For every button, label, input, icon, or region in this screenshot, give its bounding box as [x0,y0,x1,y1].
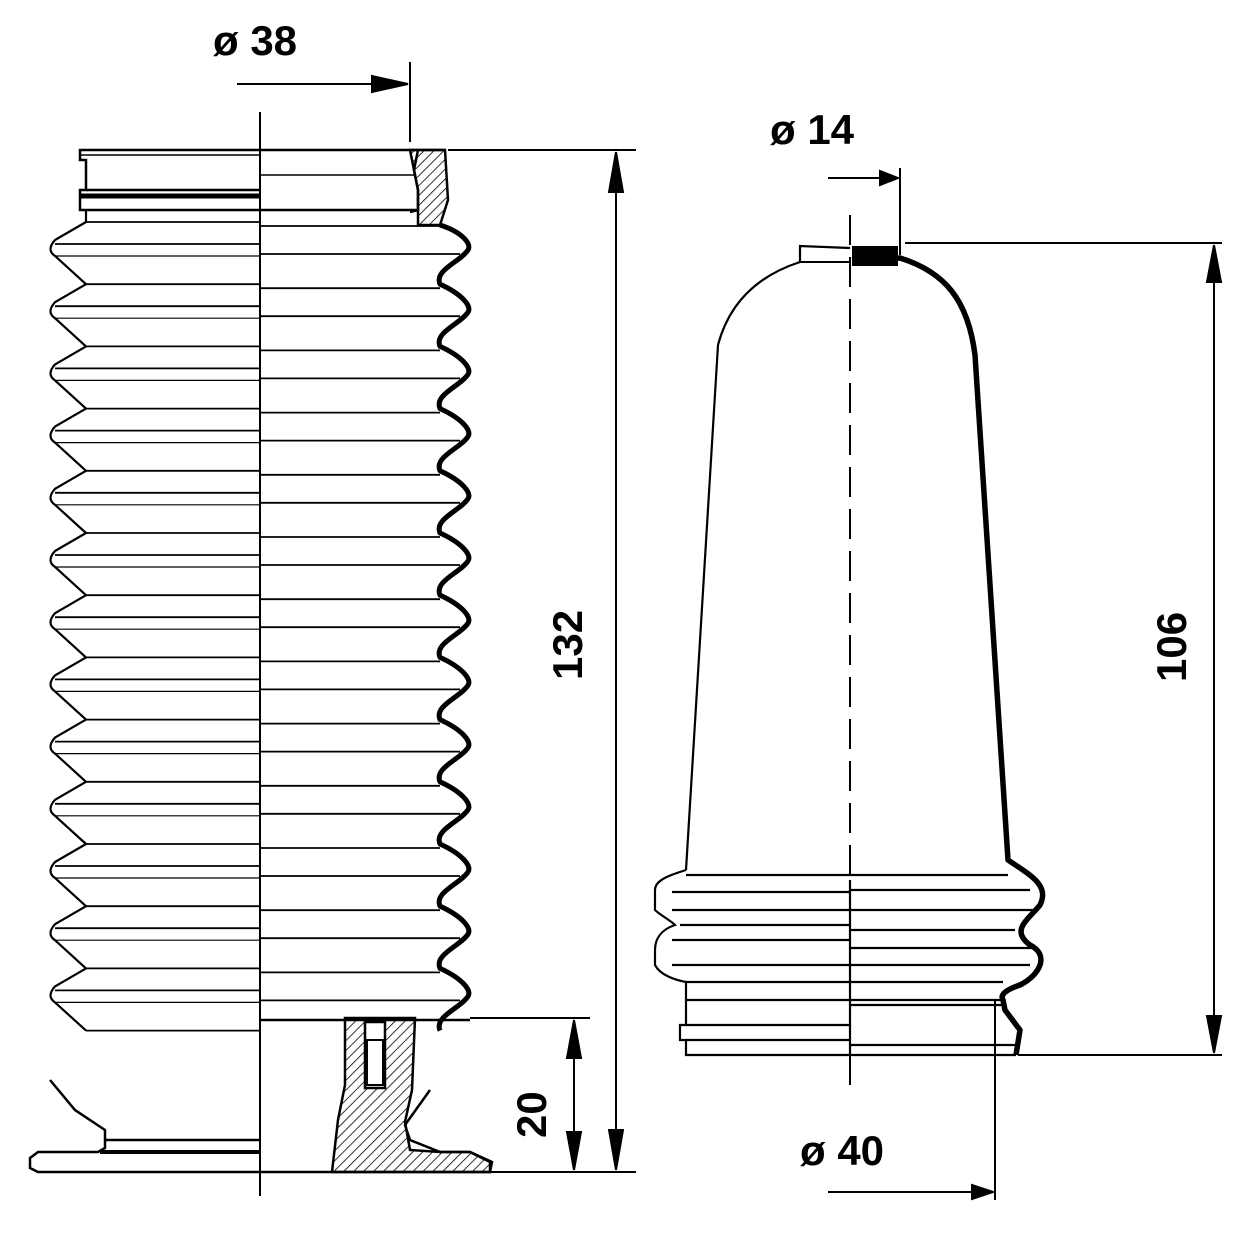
bellows-convolutions [49,210,472,1032]
boot-bottom-collar [653,868,1035,1057]
bellows-drawing: ø 38 132 20 [28,17,636,1196]
bellows-profile [436,222,472,1032]
boot-bottom-diameter-dimension [828,1000,997,1201]
bellows-diameter-dimension [237,62,411,142]
bellows-length-label: 132 [544,610,591,680]
bellows-diameter-label: ø 38 [213,17,297,64]
boot-top-seal [852,246,898,266]
boot-bottom-diameter-label: ø 40 [800,1127,884,1174]
bellows-collar-dimension [470,1017,590,1171]
bellows-length-dimension [448,149,636,1173]
bellows-top-section [408,148,450,227]
boot-length-dimension [905,242,1223,1056]
bellows-collar-section [330,1016,492,1174]
bellows-profile [49,210,88,1032]
boot-drawing: ø 14 106 ø 40 [653,106,1223,1201]
bellows-top-collar [78,148,445,214]
boot-top-diameter-dimension [828,168,901,255]
boot-outline-left [684,244,851,871]
bellows-collar-slot [366,1039,384,1086]
boot-length-label: 106 [1148,612,1195,682]
bellows-collar-label: 20 [508,1091,555,1138]
boot-top-diameter-label: ø 14 [770,106,855,153]
boot-outline-right [851,255,1046,1056]
